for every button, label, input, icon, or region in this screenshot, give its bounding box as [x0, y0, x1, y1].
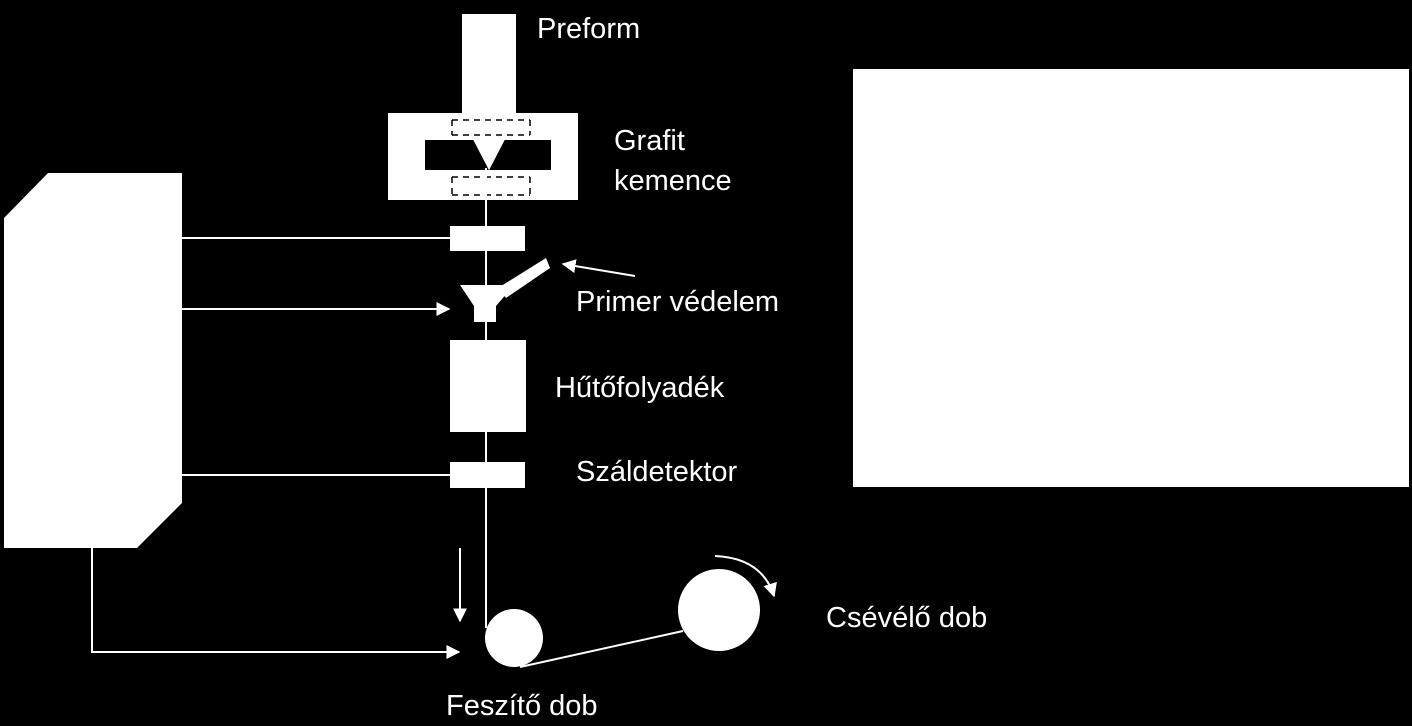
coating-feed-tube — [498, 258, 550, 298]
label-preform: Preform — [537, 13, 641, 45]
control-unit-block — [4, 173, 182, 548]
tension-drum — [485, 609, 543, 667]
diameter-gauge-box — [450, 226, 525, 251]
fiber-detector-box — [450, 462, 525, 488]
preform-tip-in-furnace — [462, 118, 516, 170]
fiber-to-winding-drum — [519, 630, 684, 668]
coolant-unit — [450, 340, 526, 432]
coating-funnel — [460, 285, 514, 322]
rotation-arrow — [714, 555, 777, 598]
label-coolant: Hűtőfolyadék — [555, 372, 725, 404]
label-fiber-detector: Száldetektor — [576, 456, 738, 488]
coating-label-pointer — [561, 259, 636, 277]
label-primary-coating: Primer védelem — [576, 286, 780, 318]
label-furnace-line2: kemence — [614, 165, 732, 197]
image-placeholder-panel — [853, 69, 1409, 487]
furnace-dashed-lines — [451, 119, 531, 196]
control-line-tension-drum — [91, 548, 461, 659]
label-furnace-line1: Grafit — [614, 125, 685, 157]
label-tension-drum: Feszítő dob — [446, 690, 598, 722]
winding-drum — [678, 569, 760, 651]
label-winding-drum: Csévélő dob — [826, 602, 988, 634]
